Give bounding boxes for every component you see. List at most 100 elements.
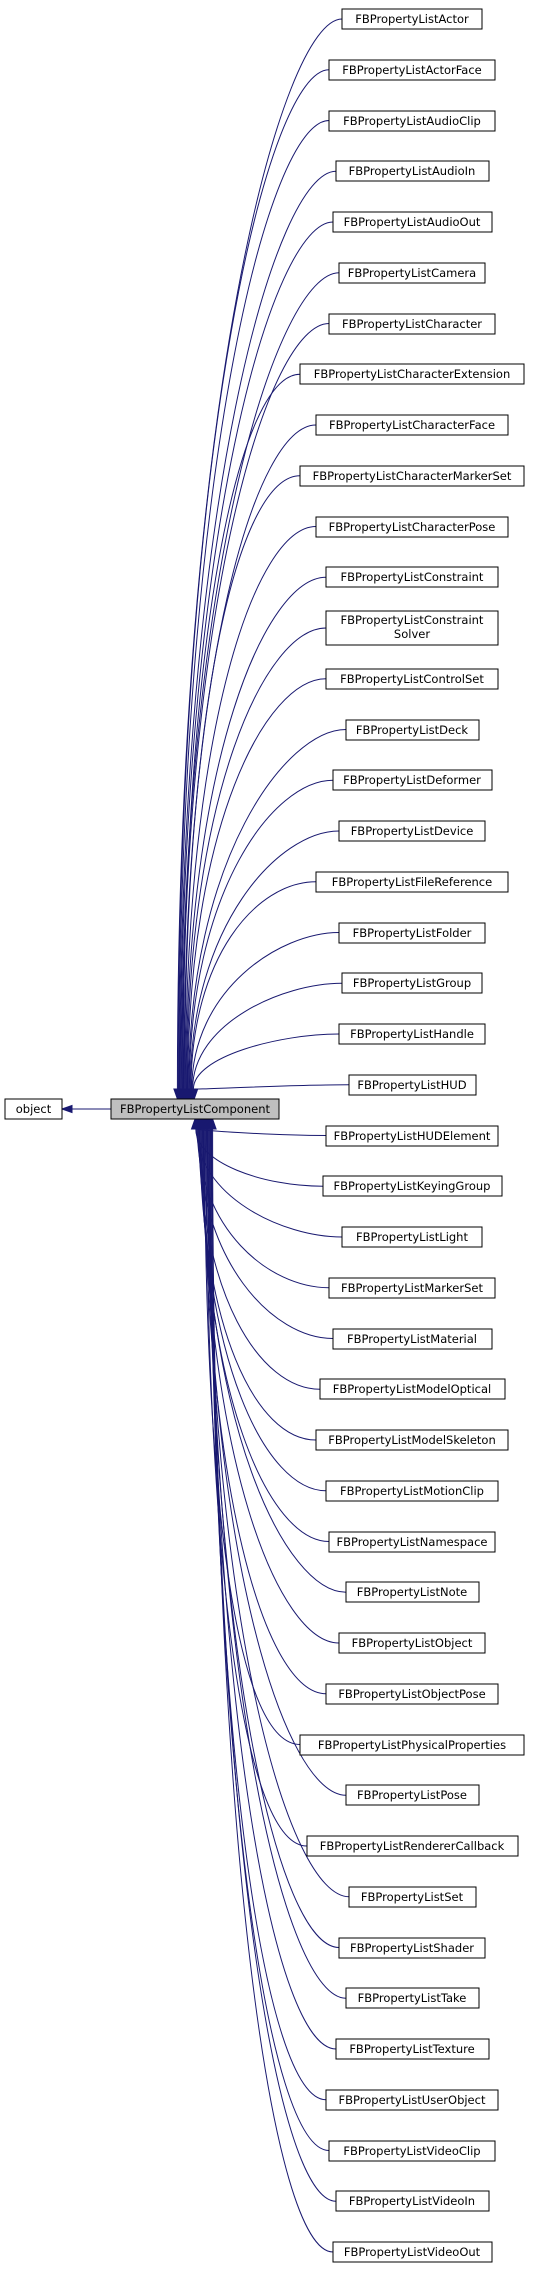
node-fbpropertylisthudelement-label: FBPropertyListHUDElement — [334, 1129, 491, 1143]
node-fbpropertylistmotionclip-label: FBPropertyListMotionClip — [340, 1484, 484, 1498]
node-fbpropertylistaudioout[interactable]: FBPropertyListAudioOut — [332, 211, 493, 233]
node-fbpropertylistvideoout-label: FBPropertyListVideoOut — [344, 2245, 481, 2259]
node-fbpropertylistactor[interactable]: FBPropertyListActor — [341, 8, 483, 30]
node-fbpropertylistlight[interactable]: FBPropertyListLight — [341, 1226, 483, 1248]
node-fbpropertylistnamespace[interactable]: FBPropertyListNamespace — [328, 1531, 496, 1553]
node-fbpropertylistvideoin[interactable]: FBPropertyListVideoIn — [335, 2190, 490, 2212]
node-fbpropertylistpose-box — [345, 1784, 480, 1806]
node-fbpropertylistconstraint-solver-label: FBPropertyListConstraint — [341, 613, 484, 627]
node-fbpropertylistcharacterextension[interactable]: FBPropertyListCharacterExtension — [299, 363, 525, 385]
node-fbpropertylistmodelskeleton-box — [315, 1429, 509, 1451]
node-fbpropertylistmodelskeleton[interactable]: FBPropertyListModelSkeleton — [315, 1429, 509, 1451]
node-fbpropertylistrenderercallback[interactable]: FBPropertyListRendererCallback — [306, 1835, 519, 1857]
node-fbpropertylistactorface-box — [328, 59, 496, 81]
node-fbpropertylisthudelement[interactable]: FBPropertyListHUDElement — [325, 1125, 499, 1147]
node-fbpropertylistpose[interactable]: FBPropertyListPose — [345, 1784, 480, 1806]
edge-node-fbpropertylistconstraint-solver — [186, 627, 327, 1090]
node-fbpropertylistdevice-label: FBPropertyListDevice — [351, 824, 474, 838]
node-fbpropertylistcamera-label: FBPropertyListCamera — [348, 266, 476, 280]
node-fbpropertylisthudelement-box — [325, 1125, 499, 1147]
node-fbpropertylistcharactermarkerset[interactable]: FBPropertyListCharacterMarkerSet — [299, 465, 525, 487]
node-fbpropertylistgroup[interactable]: FBPropertyListGroup — [341, 972, 483, 994]
node-fbpropertylistnote[interactable]: FBPropertyListNote — [345, 1581, 480, 1603]
node-fbpropertylistcharacter[interactable]: FBPropertyListCharacter — [328, 313, 496, 335]
node-fbpropertylistfilereference-box — [315, 871, 509, 893]
node-fbpropertylistcamera[interactable]: FBPropertyListCamera — [338, 262, 486, 284]
node-object-box — [4, 1098, 63, 1120]
node-fbpropertylistobjectpose-label: FBPropertyListObjectPose — [338, 1687, 485, 1701]
node-fbpropertylistobject[interactable]: FBPropertyListObject — [338, 1632, 486, 1654]
edge-node-fbpropertylistshader — [207, 1128, 340, 1948]
node-fbpropertylistcomponent-label: FBPropertyListComponent — [120, 1102, 271, 1116]
node-fbpropertylistactorface[interactable]: FBPropertyListActorFace — [328, 59, 496, 81]
edge-node-fbpropertylistdeck — [188, 729, 347, 1090]
node-fbpropertylistmarkerset-box — [328, 1277, 496, 1299]
node-fbpropertylisthud-box — [348, 1074, 477, 1096]
edge-node-fbpropertylistaudioout — [180, 221, 334, 1090]
node-fbpropertylistcharacterpose-label: FBPropertyListCharacterPose — [329, 520, 496, 534]
edge-node-fbpropertylistcharacterextension — [182, 373, 301, 1090]
node-fbpropertylistdeformer[interactable]: FBPropertyListDeformer — [332, 769, 493, 791]
node-fbpropertylisthud-label: FBPropertyListHUD — [357, 1078, 466, 1092]
node-fbpropertylisttake-label: FBPropertyListTake — [358, 1991, 467, 2005]
node-fbpropertylistkeyinggroup[interactable]: FBPropertyListKeyingGroup — [322, 1175, 503, 1197]
node-fbpropertylistnamespace-label: FBPropertyListNamespace — [337, 1535, 488, 1549]
node-fbpropertylisthud[interactable]: FBPropertyListHUD — [348, 1074, 477, 1096]
edge-node-fbpropertylistvideoclip — [210, 1128, 330, 2151]
node-fbpropertylistmodeloptical[interactable]: FBPropertyListModelOptical — [319, 1378, 506, 1400]
arrowhead-node-fbpropertylistvideoout — [208, 1117, 217, 1130]
node-object-label: object — [16, 1102, 52, 1116]
edges-layer — [60, 18, 350, 2253]
arrowhead-node-fbpropertylisthud — [189, 1088, 199, 1101]
node-fbpropertylistset[interactable]: FBPropertyListSet — [348, 1886, 477, 1908]
node-fbpropertylisthandle[interactable]: FBPropertyListHandle — [338, 1023, 486, 1045]
node-fbpropertylistmarkerset[interactable]: FBPropertyListMarkerSet — [328, 1277, 496, 1299]
node-fbpropertylistphysicalproperties[interactable]: FBPropertyListPhysicalProperties — [299, 1734, 525, 1756]
node-fbpropertylistcharacter-label: FBPropertyListCharacter — [342, 317, 482, 331]
edge-node-fbpropertylistcharactermarkerset — [184, 475, 301, 1090]
node-fbpropertylistfilereference[interactable]: FBPropertyListFileReference — [315, 871, 509, 893]
edge-node-fbpropertylisttexture — [208, 1128, 337, 2050]
node-fbpropertylistmodeloptical-box — [319, 1378, 506, 1400]
node-fbpropertylistvideoclip[interactable]: FBPropertyListVideoClip — [328, 2140, 496, 2162]
edge-node-fbpropertylistaudioclip — [178, 120, 330, 1090]
node-fbpropertylistvideoout[interactable]: FBPropertyListVideoOut — [332, 2241, 493, 2263]
node-fbpropertylistfolder-label: FBPropertyListFolder — [353, 926, 472, 940]
node-fbpropertylistaudioclip[interactable]: FBPropertyListAudioClip — [328, 110, 496, 132]
node-fbpropertylistcamera-box — [338, 262, 486, 284]
edge-node-fbpropertylistvideoout — [212, 1128, 334, 2253]
node-fbpropertylistconstraint-label: FBPropertyListConstraint — [341, 570, 484, 584]
node-fbpropertylistset-label: FBPropertyListSet — [361, 1890, 464, 1904]
node-fbpropertylistactor-label: FBPropertyListActor — [355, 12, 469, 26]
node-fbpropertylisttexture[interactable]: FBPropertyListTexture — [335, 2038, 490, 2060]
node-fbpropertylistnote-box — [345, 1581, 480, 1603]
node-fbpropertylistaudioclip-label: FBPropertyListAudioClip — [343, 114, 481, 128]
node-fbpropertylistdeck[interactable]: FBPropertyListDeck — [345, 719, 480, 741]
node-fbpropertylistobjectpose[interactable]: FBPropertyListObjectPose — [325, 1683, 499, 1705]
edge-node-fbpropertylistactorface — [177, 69, 330, 1090]
node-fbpropertylistshader[interactable]: FBPropertyListShader — [338, 1937, 486, 1959]
edge-node-fbpropertylistcharacterpose — [184, 526, 317, 1090]
node-fbpropertylistaudioin[interactable]: FBPropertyListAudioIn — [335, 160, 490, 182]
node-fbpropertylistconstraint-solver-label: Solver — [394, 627, 430, 641]
node-fbpropertylistaudioin-box — [335, 160, 490, 182]
node-fbpropertylistgroup-box — [341, 972, 483, 994]
node-fbpropertylistmotionclip[interactable]: FBPropertyListMotionClip — [325, 1480, 499, 1502]
node-fbpropertylistdevice[interactable]: FBPropertyListDevice — [338, 820, 486, 842]
edge-node-fbpropertylisthandle — [192, 1033, 340, 1090]
node-object[interactable]: object — [4, 1098, 63, 1120]
node-fbpropertylistfolder[interactable]: FBPropertyListFolder — [338, 922, 486, 944]
node-fbpropertylistaudioout-box — [332, 211, 493, 233]
node-fbpropertylistaudioclip-box — [328, 110, 496, 132]
node-fbpropertylistconstraint[interactable]: FBPropertyListConstraint — [325, 566, 499, 588]
node-fbpropertylistuserobject[interactable]: FBPropertyListUserObject — [325, 2089, 499, 2111]
node-fbpropertylistcharacterface[interactable]: FBPropertyListCharacterFace — [315, 414, 509, 436]
edge-node-fbpropertylistrenderercallback — [205, 1128, 308, 1847]
node-fbpropertylistcomponent[interactable]: FBPropertyListComponent — [110, 1098, 280, 1120]
node-fbpropertylistmaterial[interactable]: FBPropertyListMaterial — [332, 1328, 493, 1350]
node-fbpropertylistcontrolset[interactable]: FBPropertyListControlSet — [325, 668, 499, 690]
node-fbpropertylistcharacterpose[interactable]: FBPropertyListCharacterPose — [315, 516, 509, 538]
node-fbpropertylisttake[interactable]: FBPropertyListTake — [345, 1987, 480, 2009]
